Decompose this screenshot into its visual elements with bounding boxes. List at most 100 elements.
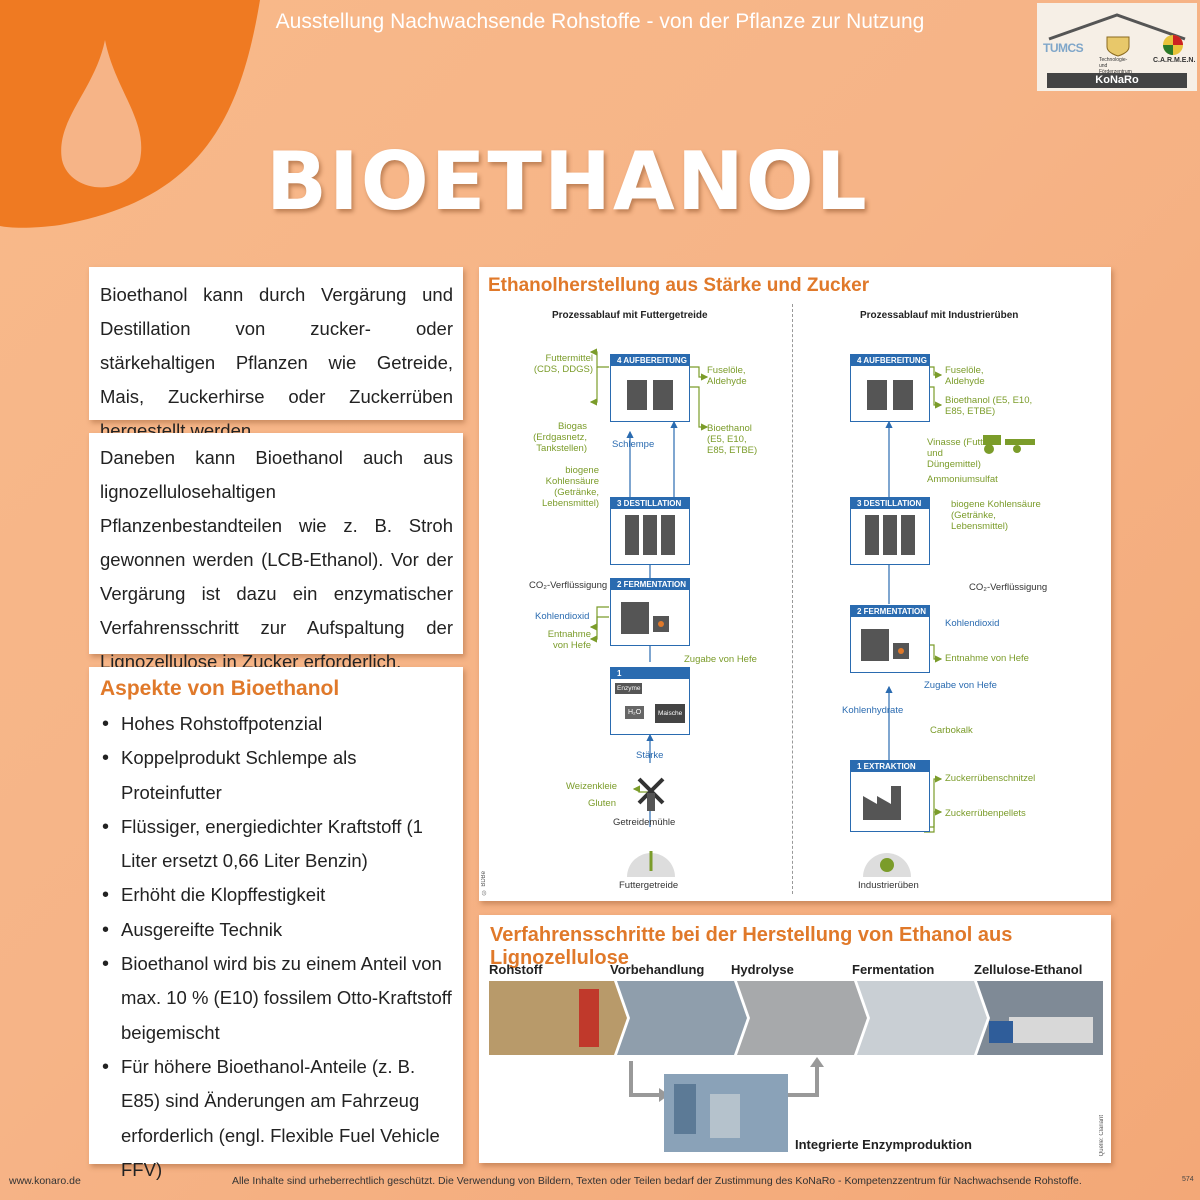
tfz-logo: Technologie- und Förderzentrum (1099, 57, 1132, 75)
right-rohstoff-label: Industrierüben (858, 880, 919, 891)
factory-icon (863, 786, 901, 820)
source-credit: Quelle: Clariant (1099, 1115, 1105, 1157)
right-destillation-box: 3 DESTILLATION (850, 497, 930, 565)
aspects-heading: Aspekte von Bioethanol (100, 677, 340, 700)
tractor-icon (983, 435, 1035, 454)
aspect-item: Erhöht die Klopffestigkeit (100, 878, 453, 913)
schlempe-label: Schlempe (612, 439, 655, 450)
biogas-label: Biogas (Erdgasnetz, Tankstellen) (533, 421, 587, 454)
copyright-note: Alle Inhalte sind urheberrechtlich gesch… (232, 1175, 1082, 1187)
step-vorbehandlung: Vorbehandlung (610, 962, 705, 977)
step-fermentation: Fermentation (852, 962, 935, 977)
lignocellulose-process: Verfahrensschritte bei der Herstellung v… (479, 915, 1111, 1163)
diagram-copyright: © BDBe (481, 871, 487, 895)
enzyme-production-photo (664, 1074, 788, 1152)
carbokalk-label: Carbokalk (930, 725, 973, 736)
beet-icon (863, 853, 911, 877)
left-destillation-box: 3 DESTILLATION (610, 497, 690, 565)
staerke-label: Stärke (636, 750, 664, 761)
right-bioethanol-label: Bioethanol (E5, E10, E85, ETBE) (945, 395, 1033, 417)
schnitzel-label: Zuckerrübenschnitzel (945, 773, 1036, 784)
left-box4-label: 4 AUFBEREITUNG (611, 355, 689, 366)
aspect-item: Ausgereifte Technik (100, 913, 453, 948)
right-box1-label: 1 EXTRAKTION (851, 761, 929, 772)
oil-drop-graphic (0, 0, 260, 228)
left-box2-label: 2 FERMENTATION (611, 579, 689, 590)
h2o-label: H₂O (625, 706, 645, 719)
bavaria-crest-icon (1106, 36, 1130, 57)
vinasse-label: Vinasse (Futter- und Düngemittel) (927, 437, 995, 470)
left-fuseloele-label: Fuselöle, Aldehyde (707, 365, 747, 387)
left-zugabe-hefe-label: Zugabe von Hefe (684, 654, 757, 665)
right-box2-label: 2 FERMENTATION (851, 606, 929, 617)
process-photo-strip (489, 981, 1103, 1055)
right-co2-label: CO₂-Verflüssigung (969, 582, 1048, 593)
enzyme-label: Enzyme (615, 683, 643, 694)
right-fuseloele-label: Fuselöle, Aldehyde (945, 365, 985, 387)
left-rohstoff-label: Futtergetreide (619, 880, 679, 891)
left-kohlendioxid-label: Kohlendioxid (535, 611, 590, 622)
left-entnahme-hefe-label: Entnahme von Hefe (547, 629, 591, 651)
roof-icon (1048, 13, 1186, 41)
fermenter-icon (861, 629, 909, 661)
right-kohlendioxid-label: Kohlendioxid (945, 618, 1000, 629)
aspect-item: Hohes Rohstoffpotenzial (100, 707, 453, 742)
aspect-item: Für höhere Bioethanol-Anteile (z. B. E85… (100, 1050, 453, 1187)
left-bioethanol-label: Bioethanol (E5, E10, E85, ETBE) (707, 423, 758, 456)
column-icon (865, 515, 915, 555)
right-box4-label: 4 AUFBEREITUNG (851, 355, 929, 366)
pellets-label: Zuckerrübenpellets (945, 808, 1026, 819)
right-box3-label: 3 DESTILLATION (851, 498, 929, 509)
column-icon (625, 515, 675, 555)
maische-label: Maische (655, 704, 686, 723)
exhibition-title: Ausstellung Nachwachsende Rohstoffe - vo… (275, 10, 925, 33)
enzyme-production-label: Integrierte Enzymproduktion (795, 1137, 972, 1152)
intro-paragraph-1: Bioethanol kann durch Vergärung und Dest… (100, 284, 453, 441)
aspect-item: Flüssiger, energiedichter Kraftstoff (1 … (100, 810, 453, 879)
step-hydrolyse: Hydrolyse (731, 962, 794, 977)
left-fermentation-box: 2 FERMENTATION (610, 578, 690, 646)
intro-card-1: Bioethanol kann durch Vergärung und Dest… (89, 267, 463, 441)
right-kohlensaeure-label: biogene Kohlensäure (Getränke, Lebensmit… (951, 499, 1041, 532)
lignocellulose-title: Verfahrensschritte bei der Herstellung v… (490, 924, 1013, 969)
aspect-item: Bioethanol wird bis zu einem Anteil von … (100, 947, 453, 1050)
left-verzuckerung-box: 1 VERZUCKERUNG Enzyme H₂O Maische (610, 667, 690, 735)
diagram-title: Ethanolherstellung aus Stärke und Zucker (488, 275, 870, 296)
aspects-list: Hohes Rohstoffpotenzial Koppelprodukt Sc… (100, 707, 453, 1187)
divider (792, 304, 793, 894)
left-kohlensaeure-label: biogene Kohlensäure (Getränke, Lebensmit… (541, 465, 599, 509)
step-rohstoff: Rohstoff (489, 962, 543, 977)
kohlenhydrate-label: Kohlenhydrate (842, 705, 904, 716)
right-fermentation-box: 2 FERMENTATION (850, 605, 930, 673)
intro-card-2: Daneben kann Bioethanol auch aus lignoze… (89, 433, 463, 672)
weizenkleie-label: Weizenkleie (566, 781, 618, 792)
right-aufbereitung-box: 4 AUFBEREITUNG (850, 354, 930, 422)
futtermittel-label: Futtermittel (CDS, DDGS) (533, 353, 593, 375)
right-process-heading: Prozessablauf mit Industrierüben (860, 310, 1019, 321)
carmen-logo-icon (1163, 35, 1183, 55)
left-box3-label: 3 DESTILLATION (611, 498, 689, 509)
ammonium-label: Ammoniumsulfat (927, 474, 998, 485)
muehle-label: Getreidemühle (613, 817, 676, 828)
partner-logos: TUMCS Technologie- und Förderzentrum C.A… (1037, 3, 1197, 91)
aspects-card: Aspekte von Bioethanol Hohes Rohstoffpot… (89, 667, 463, 1180)
process-diagram: Ethanolherstellung aus Stärke und Zucker… (479, 267, 1111, 901)
page-number: 574 (1182, 1176, 1194, 1183)
carmen-logo: C.A.R.M.E.N. (1153, 57, 1196, 64)
tank-icon (627, 380, 673, 410)
tumcs-logo: TUMCS (1043, 41, 1084, 55)
right-entnahme-hefe-label: Entnahme von Hefe (945, 653, 1029, 664)
right-extraktion-box: 1 EXTRAKTION (850, 760, 930, 832)
gluten-label: Gluten (588, 798, 616, 809)
left-box1-label: 1 VERZUCKERUNG (611, 668, 689, 689)
footer-url[interactable]: www.konaro.de (9, 1175, 81, 1187)
step-zellulose-ethanol: Zellulose-Ethanol (974, 962, 1083, 977)
left-aufbereitung-box: 4 AUFBEREITUNG (610, 354, 690, 422)
intro-paragraph-2: Daneben kann Bioethanol auch aus lignoze… (100, 447, 453, 672)
right-zugabe-hefe-label: Zugabe von Hefe (924, 680, 997, 691)
aspect-item: Koppelprodukt Schlempe als Proteinfutter (100, 741, 453, 810)
grain-icon (627, 851, 675, 877)
left-co2-label: CO₂-Verflüssigung (529, 580, 608, 591)
page-title: BIOETHANOL (266, 135, 869, 228)
tank-icon (867, 380, 913, 410)
